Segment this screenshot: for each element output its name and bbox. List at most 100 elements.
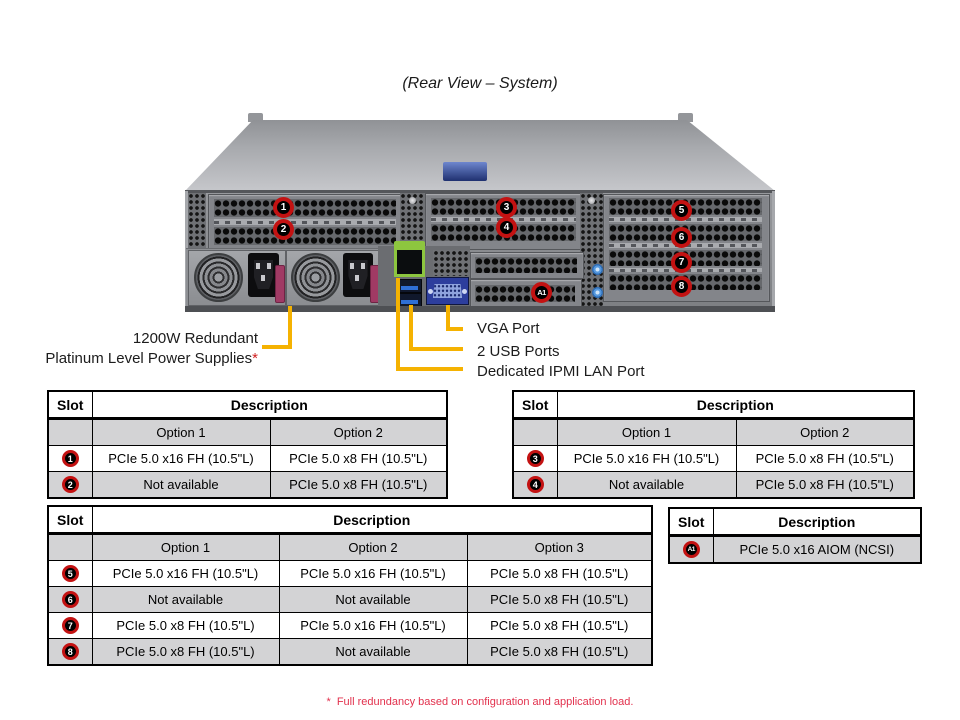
psu-1-ac-inlet	[248, 253, 279, 297]
slot-table-3-4: Slot Description Option 1 Option 2 3 PCI…	[512, 390, 915, 499]
chassis-side-right	[772, 191, 775, 309]
table-row: 1 PCIe 5.0 x16 FH (10.5"L) PCIe 5.0 x8 F…	[47, 445, 448, 472]
slot-badge-cell: 4	[512, 471, 558, 499]
footnote-asterisk: *	[326, 696, 331, 708]
cell: Not available	[278, 638, 468, 666]
slot-badge-cell: 8	[47, 638, 93, 666]
vga-screw	[428, 288, 433, 294]
slot-3-badge: 3	[526, 450, 544, 468]
table-row: 2 Not available PCIe 5.0 x8 FH (10.5"L)	[47, 471, 448, 499]
table-row: 8 PCIe 5.0 x8 FH (10.5"L) Not available …	[47, 638, 653, 666]
rear-view-figure: 1 2 3 4 5 6 7 8	[185, 113, 775, 312]
cell: PCIe 5.0 x8 FH (10.5"L)	[466, 638, 653, 666]
slot-divider	[214, 219, 396, 225]
slot-badge-cell: 2	[47, 471, 93, 499]
empty-cell	[47, 533, 93, 561]
table-row: 4 Not available PCIe 5.0 x8 FH (10.5"L)	[512, 471, 915, 499]
col-header-slot: Slot	[512, 390, 558, 420]
aiom-a1-vent	[475, 285, 575, 302]
thumbscrew-blue	[592, 264, 603, 275]
screw	[409, 197, 416, 204]
page-title: (Rear View – System)	[402, 75, 558, 92]
slot-7-badge: 7	[61, 617, 79, 635]
option-header: Option 1	[91, 533, 280, 561]
chassis-tab-right	[678, 113, 693, 122]
cell: PCIe 5.0 x8 FH (10.5"L)	[466, 612, 653, 639]
slot-table-1-2: Slot Description Option 1 Option 2 1 PCI…	[47, 390, 448, 499]
cell: PCIe 5.0 x16 FH (10.5"L)	[278, 612, 468, 639]
table-row: 6 Not available Not available PCIe 5.0 x…	[47, 586, 653, 613]
slot-badge-cell: 6	[47, 586, 93, 613]
aiom-vent	[475, 257, 577, 273]
cell: PCIe 5.0 x8 FH (10.5"L)	[269, 471, 448, 499]
slot-table-a1: Slot Description A1 PCIe 5.0 x16 AIOM (N…	[668, 507, 922, 564]
empty-cell	[512, 418, 558, 446]
psu-2-fan	[291, 253, 340, 302]
slot-badge-cell: 5	[47, 560, 93, 587]
option-header: Option 1	[91, 418, 271, 446]
cell: PCIe 5.0 x8 FH (10.5"L)	[735, 445, 915, 472]
usb-port-1	[397, 279, 422, 293]
col-header-description: Description	[91, 505, 653, 535]
footnote-text: Full redundancy based on configuration a…	[336, 696, 634, 708]
ipmi-callout-line	[396, 278, 400, 371]
cell: PCIe 5.0 x8 FH (10.5"L)	[269, 445, 448, 472]
ipmi-callout-line	[396, 367, 463, 371]
slot-badge-cell: 1	[47, 445, 93, 472]
col-header-slot: Slot	[47, 505, 93, 535]
slot-5-badge: 5	[61, 565, 79, 583]
slot-4-badge: 4	[526, 476, 544, 494]
slot-6-callout: 6	[671, 227, 692, 248]
chassis-bottom-edge	[185, 306, 775, 312]
table-row: A1 PCIe 5.0 x16 AIOM (NCSI)	[668, 535, 922, 564]
psu-1-latch	[275, 265, 285, 303]
aiom-bracket-upper	[470, 252, 584, 279]
usb-callout-line	[409, 347, 463, 351]
slot-8-callout: 8	[671, 276, 692, 297]
slot-2-vent	[214, 227, 396, 245]
cell: PCIe 5.0 x16 FH (10.5"L)	[278, 560, 468, 587]
cell: PCIe 5.0 x8 FH (10.5"L)	[91, 638, 280, 666]
option-header: Option 2	[278, 533, 468, 561]
slot-bracket-1-2	[208, 194, 402, 253]
slot-5-callout: 5	[671, 200, 692, 221]
ac-pin	[361, 263, 365, 269]
col-header-description: Description	[91, 390, 448, 420]
slot-a1-badge: A1	[682, 541, 700, 559]
io-vent	[433, 250, 470, 276]
option-header: Option 2	[269, 418, 448, 446]
ac-pin	[355, 275, 359, 281]
vga-connector	[432, 283, 463, 299]
ipmi-label: Dedicated IPMI LAN Port	[477, 363, 645, 380]
psu-1-fan	[194, 253, 243, 302]
psu-callout-line	[262, 345, 292, 349]
vga-port	[426, 277, 469, 305]
psu-label-asterisk: *	[252, 350, 258, 367]
slot-1-callout: 1	[273, 197, 294, 218]
psu-label: 1200W Redundant Platinum Level Power Sup…	[20, 329, 258, 369]
cell: PCIe 5.0 x16 FH (10.5"L)	[91, 445, 271, 472]
option-header: Option 1	[556, 418, 737, 446]
footnote: * Full redundancy based on configuration …	[0, 696, 960, 708]
slot-8-badge: 8	[61, 643, 79, 661]
slot-2-badge: 2	[61, 476, 79, 494]
cell: PCIe 5.0 x16 AIOM (NCSI)	[712, 535, 922, 564]
slot-badge-cell: A1	[668, 535, 714, 564]
psu-2	[286, 250, 380, 306]
vent-strip-left	[188, 193, 206, 252]
vent-strip-mid-2	[580, 193, 603, 306]
table-row: 3 PCIe 5.0 x16 FH (10.5"L) PCIe 5.0 x8 F…	[512, 445, 915, 472]
cell: PCIe 5.0 x8 FH (10.5"L)	[466, 586, 653, 613]
slot-3-callout: 3	[496, 197, 517, 218]
slot-2-callout: 2	[273, 219, 294, 240]
col-header-slot: Slot	[668, 507, 714, 537]
slot-table-5-8: Slot Description Option 1 Option 2 Optio…	[47, 505, 653, 666]
cell: PCIe 5.0 x16 FH (10.5"L)	[556, 445, 737, 472]
slot-1-badge: 1	[61, 450, 79, 468]
vga-callout-line	[446, 327, 463, 331]
chassis-tab-left	[248, 113, 263, 122]
slot-4-callout: 4	[496, 217, 517, 238]
slot-a1-callout: A1	[531, 282, 552, 303]
slot-7-callout: 7	[671, 252, 692, 273]
